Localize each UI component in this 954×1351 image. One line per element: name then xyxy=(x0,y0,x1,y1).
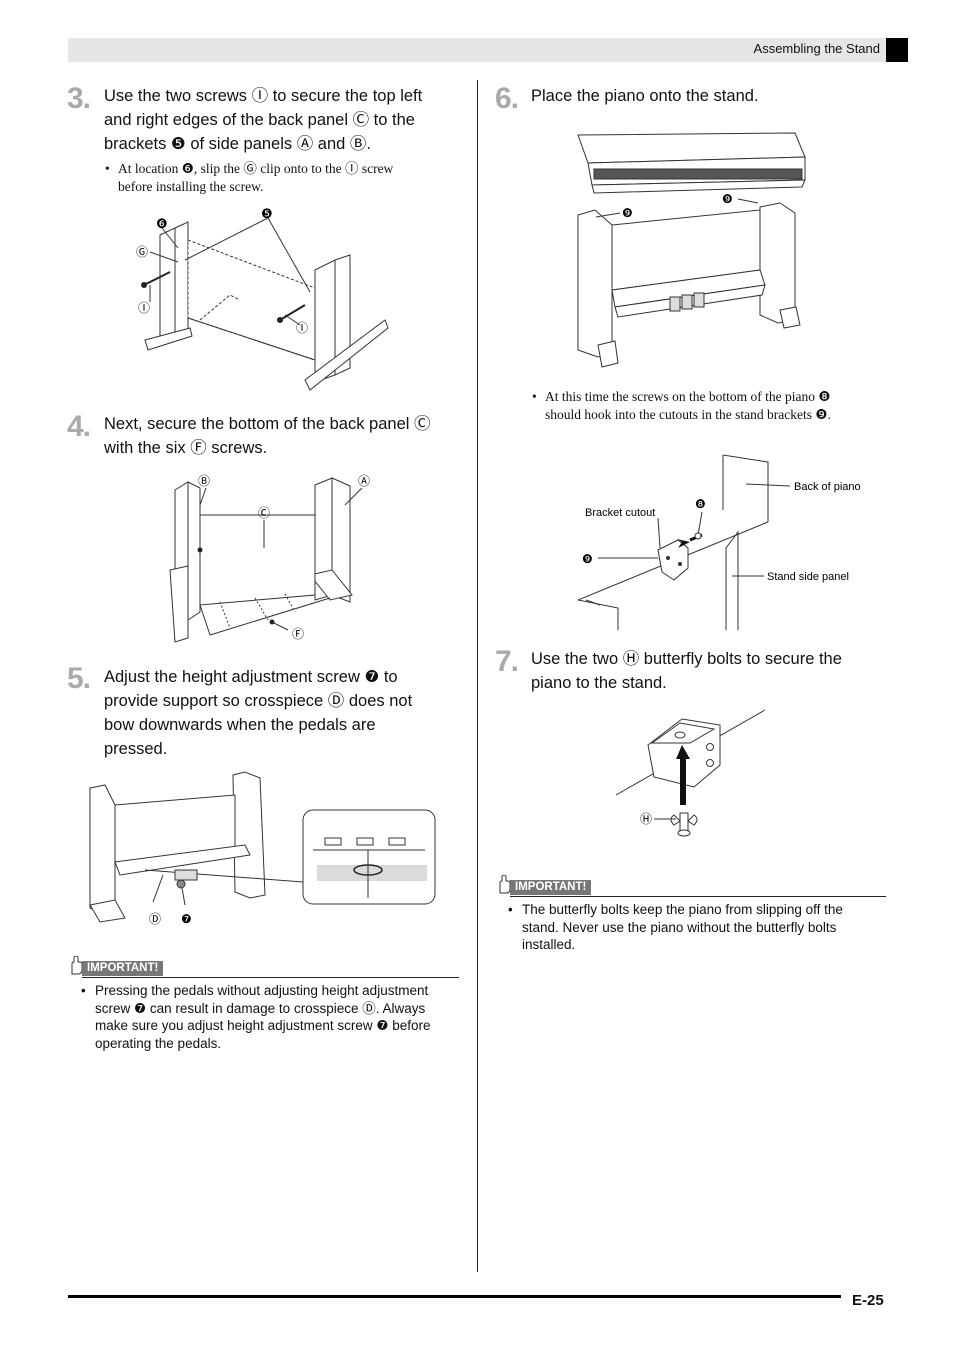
important-rule xyxy=(510,896,886,897)
label-i: Ⓘ xyxy=(138,301,150,315)
step-number: 7. xyxy=(495,645,519,678)
text-line: Use the two screws Ⓘ to secure the top l… xyxy=(104,87,423,105)
page-number: E-25 xyxy=(852,1292,884,1309)
label-nine: ❾ xyxy=(622,206,633,220)
important-header: IMPORTANT! xyxy=(496,875,886,897)
step-number: 3. xyxy=(67,82,91,115)
text-line: Next, secure the bottom of the back pane… xyxy=(104,415,431,433)
text-line: stand. Never use the piano without the b… xyxy=(522,919,837,935)
text-line: piano to the stand. xyxy=(531,674,667,692)
pointing-hand-icon xyxy=(499,875,511,894)
text-line: pressed. xyxy=(104,740,168,758)
text-line: brackets ❺ of side panels Ⓐ and Ⓑ. xyxy=(104,135,372,153)
text-line: provide support so crosspiece Ⓓ does not xyxy=(104,692,413,710)
figure-stand-top-screws: ❻ ❺ Ⓖ Ⓘ Ⓘ xyxy=(136,206,389,391)
figure-stand-bottom-screws: Ⓑ Ⓐ Ⓒ Ⓕ xyxy=(169,474,370,643)
label-bracket-cutout: Bracket cutout xyxy=(585,507,655,519)
text-line: Adjust the height adjustment screw ❼ to xyxy=(104,668,398,686)
pointing-hand-icon xyxy=(71,956,83,975)
step-4-text: Next, secure the bottom of the back pane… xyxy=(104,412,431,460)
step-6-bullet: • At this time the screws on the bottom … xyxy=(532,389,831,422)
important-badge: IMPORTANT! xyxy=(510,880,592,895)
label-stand-side-panel: Stand side panel xyxy=(767,571,849,583)
step-6-text: Place the piano onto the stand. xyxy=(531,84,759,108)
text-line: and right edges of the back panel Ⓒ to t… xyxy=(104,111,415,129)
text-line: Use the two Ⓗ butterfly bolts to secure … xyxy=(531,650,842,668)
label-six: ❻ xyxy=(156,216,168,231)
label-eight: ❽ xyxy=(695,497,706,511)
label-b: Ⓑ xyxy=(198,474,210,488)
footer-rule xyxy=(68,1295,841,1298)
important-badge: IMPORTANT! xyxy=(82,961,164,976)
label-f: Ⓕ xyxy=(292,627,304,641)
figure-height-adjustment: Ⓓ ❼ xyxy=(89,771,436,926)
step-3-text: Use the two screws Ⓘ to secure the top l… xyxy=(104,84,422,156)
important-text: • The butterfly bolts keep the piano fro… xyxy=(508,901,887,954)
text-line: Pressing the pedals without adjusting he… xyxy=(95,983,429,998)
label-five: ❺ xyxy=(261,206,273,221)
step-number: 6. xyxy=(495,82,519,115)
text-line: should hook into the cutouts in the stan… xyxy=(545,407,831,422)
important-rule xyxy=(82,977,459,978)
label-i: Ⓘ xyxy=(296,321,308,335)
step-number: 5. xyxy=(67,662,91,695)
step-5-text: Adjust the height adjustment screw ❼ to … xyxy=(104,665,412,761)
text-line: bow downwards when the pedals are xyxy=(104,716,376,734)
figure-place-piano: ❾ ❾ xyxy=(577,132,806,368)
text-line: with the six Ⓕ screws. xyxy=(104,439,268,457)
text-line: operating the pedals. xyxy=(95,1035,222,1051)
important-header: IMPORTANT! xyxy=(68,956,459,978)
header-bar xyxy=(68,38,886,62)
important-text: • Pressing the pedals without adjusting … xyxy=(81,982,465,1052)
text-line: before installing the screw. xyxy=(118,179,264,194)
label-nine: ❾ xyxy=(582,552,593,566)
text-line: Place the piano onto the stand. xyxy=(531,87,759,105)
text-line: screw ❼ can result in damage to crosspie… xyxy=(95,1000,426,1016)
step-number: 4. xyxy=(67,410,91,443)
text-line: At this time the screws on the bottom of… xyxy=(545,389,831,404)
step-7-text: Use the two Ⓗ butterfly bolts to secure … xyxy=(531,647,842,695)
label-c: Ⓒ xyxy=(258,506,270,520)
text-line: The butterfly bolts keep the piano from … xyxy=(522,902,843,917)
text-line: installed. xyxy=(522,937,576,952)
label-d: Ⓓ xyxy=(149,912,161,926)
label-g: Ⓖ xyxy=(136,245,148,259)
label-h: Ⓗ xyxy=(640,812,652,826)
header-title: Assembling the Stand xyxy=(753,41,880,56)
text-line: make sure you adjust height adjustment s… xyxy=(95,1018,431,1033)
label-nine: ❾ xyxy=(722,192,733,206)
text-line: At location ❻, slip the Ⓖ clip onto to t… xyxy=(118,161,394,176)
column-divider xyxy=(477,80,478,1272)
label-a: Ⓐ xyxy=(358,474,370,488)
figure-butterfly-bolt: Ⓗ xyxy=(615,709,766,837)
label-back-of-piano: Back of piano xyxy=(794,481,861,493)
label-seven: ❼ xyxy=(181,912,192,926)
step-3-bullet: • At location ❻, slip the Ⓖ clip onto to… xyxy=(105,161,394,194)
figure-bracket-cutout: Back of piano Bracket cutout ❽ ❾ Stand s… xyxy=(578,454,861,630)
header-tab-marker xyxy=(886,38,908,62)
